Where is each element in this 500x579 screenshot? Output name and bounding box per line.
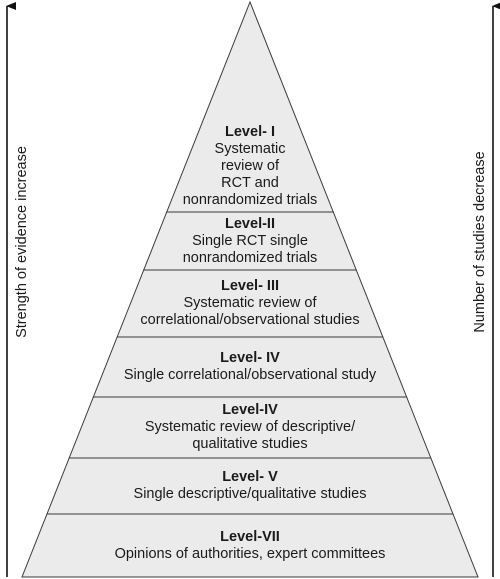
level-description-line: nonrandomized trials <box>182 191 318 208</box>
level-heading: Level- IV <box>220 350 280 366</box>
level-description-line: Systematic <box>214 140 286 157</box>
level-heading: Level-IV <box>222 402 278 418</box>
level-description-line: Single RCT single <box>192 232 308 249</box>
level-description-line: Systematic review of <box>183 295 317 311</box>
level-description-line: nonrandomized trials <box>182 249 318 266</box>
level-description-line: qualitative studies <box>192 436 308 452</box>
pyramid-band-7 <box>21 513 479 578</box>
level-description-line: Opinions of authorities, expert committe… <box>114 545 386 562</box>
level-description-line: Systematic review of descriptive/ <box>144 419 356 435</box>
level-description-line: Single correlational/observational study <box>123 367 377 383</box>
level-heading: Level-II <box>225 215 275 232</box>
level-heading: Level- V <box>222 469 278 485</box>
level-description-line: review of <box>220 157 280 174</box>
level-heading: Level- I <box>225 123 275 140</box>
level-description-line: RCT and <box>221 174 279 191</box>
level-heading: Level-VII <box>220 528 280 545</box>
level-description-line: correlational/observational studies <box>140 312 360 328</box>
level-heading: Level- III <box>220 278 280 294</box>
level-description-line: Single descriptive/qualitative studies <box>133 486 367 502</box>
